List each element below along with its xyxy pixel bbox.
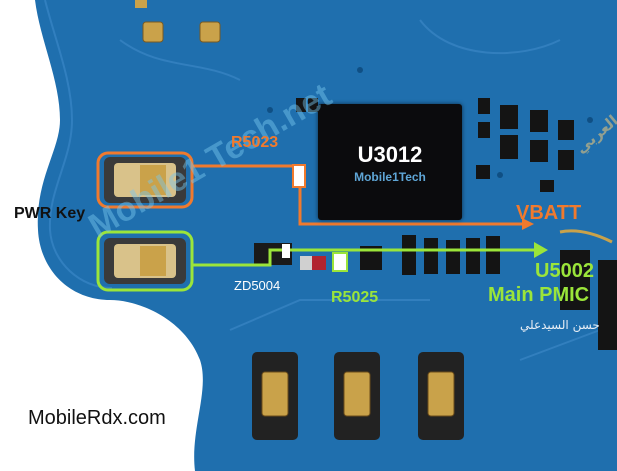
chip-ref-label: U3012 xyxy=(357,142,423,167)
top-pad-3 xyxy=(135,0,147,8)
u3012-chip: U3012 Mobile1Tech xyxy=(318,104,462,220)
r5023-label: R5023 xyxy=(231,134,279,151)
vbatt-label: VBATT xyxy=(516,202,582,224)
pwr-key-pad-bottom-outline xyxy=(96,230,194,292)
main-pmic-label: Main PMIC xyxy=(488,284,590,306)
pcb-body xyxy=(35,0,617,471)
site-label: MobileRdx.com xyxy=(28,407,166,429)
zd5004-label: ZD5004 xyxy=(234,278,281,293)
top-pad-1 xyxy=(142,21,164,43)
pwr-key-pad-top xyxy=(104,157,186,203)
r5025-resistor xyxy=(332,252,348,272)
vbatt-arrow-icon xyxy=(522,218,534,230)
chip-watermark: Mobile1Tech xyxy=(354,170,426,184)
bottom-pads xyxy=(252,352,464,440)
pwr-trace xyxy=(192,248,538,267)
pwr-key-label: PWR Key xyxy=(14,205,86,222)
u5002-label: U5002 xyxy=(535,260,594,282)
r5023-resistor xyxy=(292,164,306,188)
top-pad-2 xyxy=(199,21,221,43)
pwr-key-pad-bottom xyxy=(104,238,186,284)
pwr-arrow-icon xyxy=(534,242,548,258)
r5025-label: R5025 xyxy=(331,289,379,306)
vbatt-trace xyxy=(192,164,522,226)
pwr-key-pad-top-outline xyxy=(96,151,194,209)
arabic-credit-label: حسن السيدعلي xyxy=(520,318,600,332)
